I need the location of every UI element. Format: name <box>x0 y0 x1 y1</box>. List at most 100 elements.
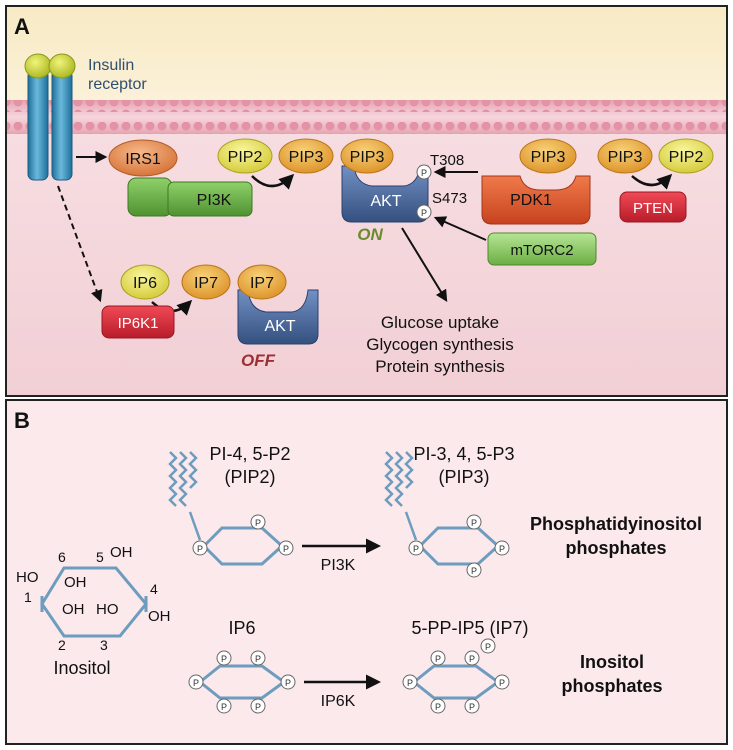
akt-to-outcomes-arrow <box>401 227 448 303</box>
phosphatidylinositol-label-line1: Phosphatidyinositol <box>530 514 702 534</box>
panel-a-letter: A <box>14 14 30 39</box>
ip6-molecule <box>120 264 170 300</box>
ip6-p3: P <box>255 654 261 664</box>
pip3-phospho-4 <box>466 514 482 530</box>
receptor-to-ip6k1-dashed-arrow <box>57 185 103 303</box>
pip3-phospho-5 <box>494 540 510 556</box>
pip3-title-line2: (PIP3) <box>438 467 489 487</box>
ip7-p6: P <box>435 702 441 712</box>
pip2-lipid-tails <box>168 451 202 541</box>
pip2-phospho-5 <box>278 540 294 556</box>
pi3k-label: PI3K <box>197 192 232 209</box>
pip2-label: PIP2 <box>228 149 263 166</box>
ip6k-reaction-label: IP6K <box>321 693 356 710</box>
pip3-pdk1-label: PIP3 <box>531 149 566 166</box>
pip3-akt-label: PIP3 <box>350 149 385 166</box>
ip7-p4: P <box>499 678 505 688</box>
inositol-oh-2: OH <box>62 601 85 618</box>
inositol-oh-5: OH <box>110 544 133 561</box>
pten-label: PTEN <box>633 200 673 217</box>
ip7-p2: P <box>435 654 441 664</box>
pip2-pten-label: PIP2 <box>669 149 704 166</box>
ip7-p5: P <box>469 702 475 712</box>
s473-phospho-label: P <box>421 208 427 218</box>
pip3-to-pip2-arrow <box>631 173 673 190</box>
ip6k1-enzyme <box>101 305 175 339</box>
pi3k-reaction-label: PI3K <box>321 557 356 574</box>
pip3-lipid-tails <box>384 451 418 541</box>
ip7-phosphates <box>402 638 510 714</box>
pip3-bound-akt <box>340 138 394 174</box>
pip3-lipid <box>278 138 334 174</box>
ip7-bound-akt <box>237 264 287 300</box>
ip6-p1: P <box>193 678 199 688</box>
inositol-phosphates-label-line2: phosphates <box>561 676 662 696</box>
pip3-phospho-5-label: P <box>499 544 505 554</box>
pip2-title-line1: PI-4, 5-P2 <box>209 444 290 464</box>
ip6-title: IP6 <box>228 618 255 638</box>
inositol-ho-3: HO <box>96 601 119 618</box>
pip2-pten-product <box>658 138 714 174</box>
ip6-p5: P <box>255 702 261 712</box>
pdk1-protein <box>481 175 591 225</box>
inositol-structure <box>40 566 148 638</box>
inositol-oh-6: OH <box>64 574 87 591</box>
t308-phospho-label: P <box>421 168 427 178</box>
pip3-title-line1: PI-3, 4, 5-P3 <box>413 444 514 464</box>
insulin-receptor <box>24 53 76 181</box>
akt-on-state: ON <box>357 225 383 244</box>
akt-off-protein <box>237 289 319 345</box>
ip7-p3: P <box>469 654 475 664</box>
pi3k-protein <box>127 177 253 217</box>
pip3-phospho-1-label: P <box>413 544 419 554</box>
inositol-phosphates-label-line1: Inositol <box>580 652 644 672</box>
inositol-pos-3: 3 <box>100 637 108 653</box>
pip3-phospho-1 <box>408 540 424 556</box>
ip7-molecule <box>181 264 231 300</box>
mtorc2-complex <box>487 232 597 266</box>
pip3-bound-pdk1 <box>519 138 577 174</box>
irs1-label: IRS1 <box>125 151 161 168</box>
ip7-p1: P <box>407 678 413 688</box>
inositol-ho-1: HO <box>16 569 39 586</box>
mtorc2-label: mTORC2 <box>510 242 573 259</box>
pten-protein <box>619 191 687 223</box>
akt-off-state: OFF <box>241 351 276 370</box>
insulin-receptor-label-line2: receptor <box>88 76 147 93</box>
inositol-oh-4: OH <box>148 608 171 625</box>
ip7-label: IP7 <box>194 275 218 292</box>
pip3-pten-substrate <box>597 138 653 174</box>
pip2-phospho-5-label: P <box>283 544 289 554</box>
inositol-pos-1: 1 <box>24 589 32 605</box>
inositol-pos-2: 2 <box>58 637 66 653</box>
pip2-phospho-1-label: P <box>197 544 203 554</box>
ip6-p4: P <box>285 678 291 688</box>
inositol-pos-4: 4 <box>150 581 158 597</box>
pip3-label: PIP3 <box>289 149 324 166</box>
ip6-p6: P <box>221 702 227 712</box>
outcome-glycogen-synthesis: Glycogen synthesis <box>366 335 513 354</box>
pip2-phospho-4-label: P <box>255 518 261 528</box>
t308-phospho-site <box>416 164 432 180</box>
irs1-protein <box>108 139 178 177</box>
ip6-p2: P <box>221 654 227 664</box>
panel-b: B HO 1 OH 6 5 OH 4 OH OH HO 2 3 Inositol… <box>5 399 728 745</box>
pip2-lipid <box>217 138 273 174</box>
cell-membrane <box>6 100 727 134</box>
extracellular-space <box>6 6 727 102</box>
mtorc2-to-s473-arrow <box>433 216 487 241</box>
akt-off-label: AKT <box>264 318 295 335</box>
ip6-label: IP6 <box>133 275 157 292</box>
pip3-phospho-3-label: P <box>471 566 477 576</box>
inositol-title: Inositol <box>53 658 110 678</box>
ip7-title: 5-PP-IP5 (IP7) <box>411 618 528 638</box>
pip2-to-pip3-arrow <box>251 173 295 190</box>
s473-phospho-site <box>416 204 432 220</box>
pip3-phospho-4-label: P <box>471 518 477 528</box>
inositol-pos-6: 6 <box>58 549 66 565</box>
pip2-phospho-4 <box>250 514 266 530</box>
outcome-protein-synthesis: Protein synthesis <box>375 357 504 376</box>
pip3-phospho-3 <box>466 562 482 578</box>
ip7-pp: P <box>485 642 491 652</box>
